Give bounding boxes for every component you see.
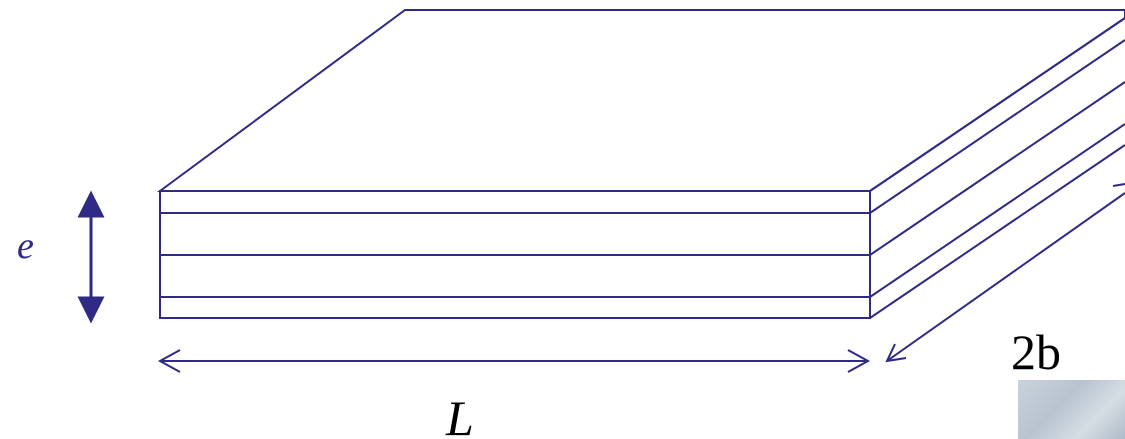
- side-edge-ply-2: [869, 81, 1125, 256]
- side-edge-top: [869, 17, 1125, 192]
- thickness-label: e: [17, 225, 34, 267]
- plate-top-face: [156, 9, 1125, 192]
- side-edge-bottom: [869, 144, 1125, 319]
- width-label: 2b: [1011, 324, 1061, 380]
- width-arrow: [885, 183, 1125, 363]
- length-label: L: [445, 390, 474, 439]
- side-edge-ply-3: [869, 123, 1125, 298]
- photo-corner-image: [1018, 380, 1125, 439]
- length-arrow: [157, 349, 871, 373]
- side-edge-ply-1: [869, 39, 1125, 214]
